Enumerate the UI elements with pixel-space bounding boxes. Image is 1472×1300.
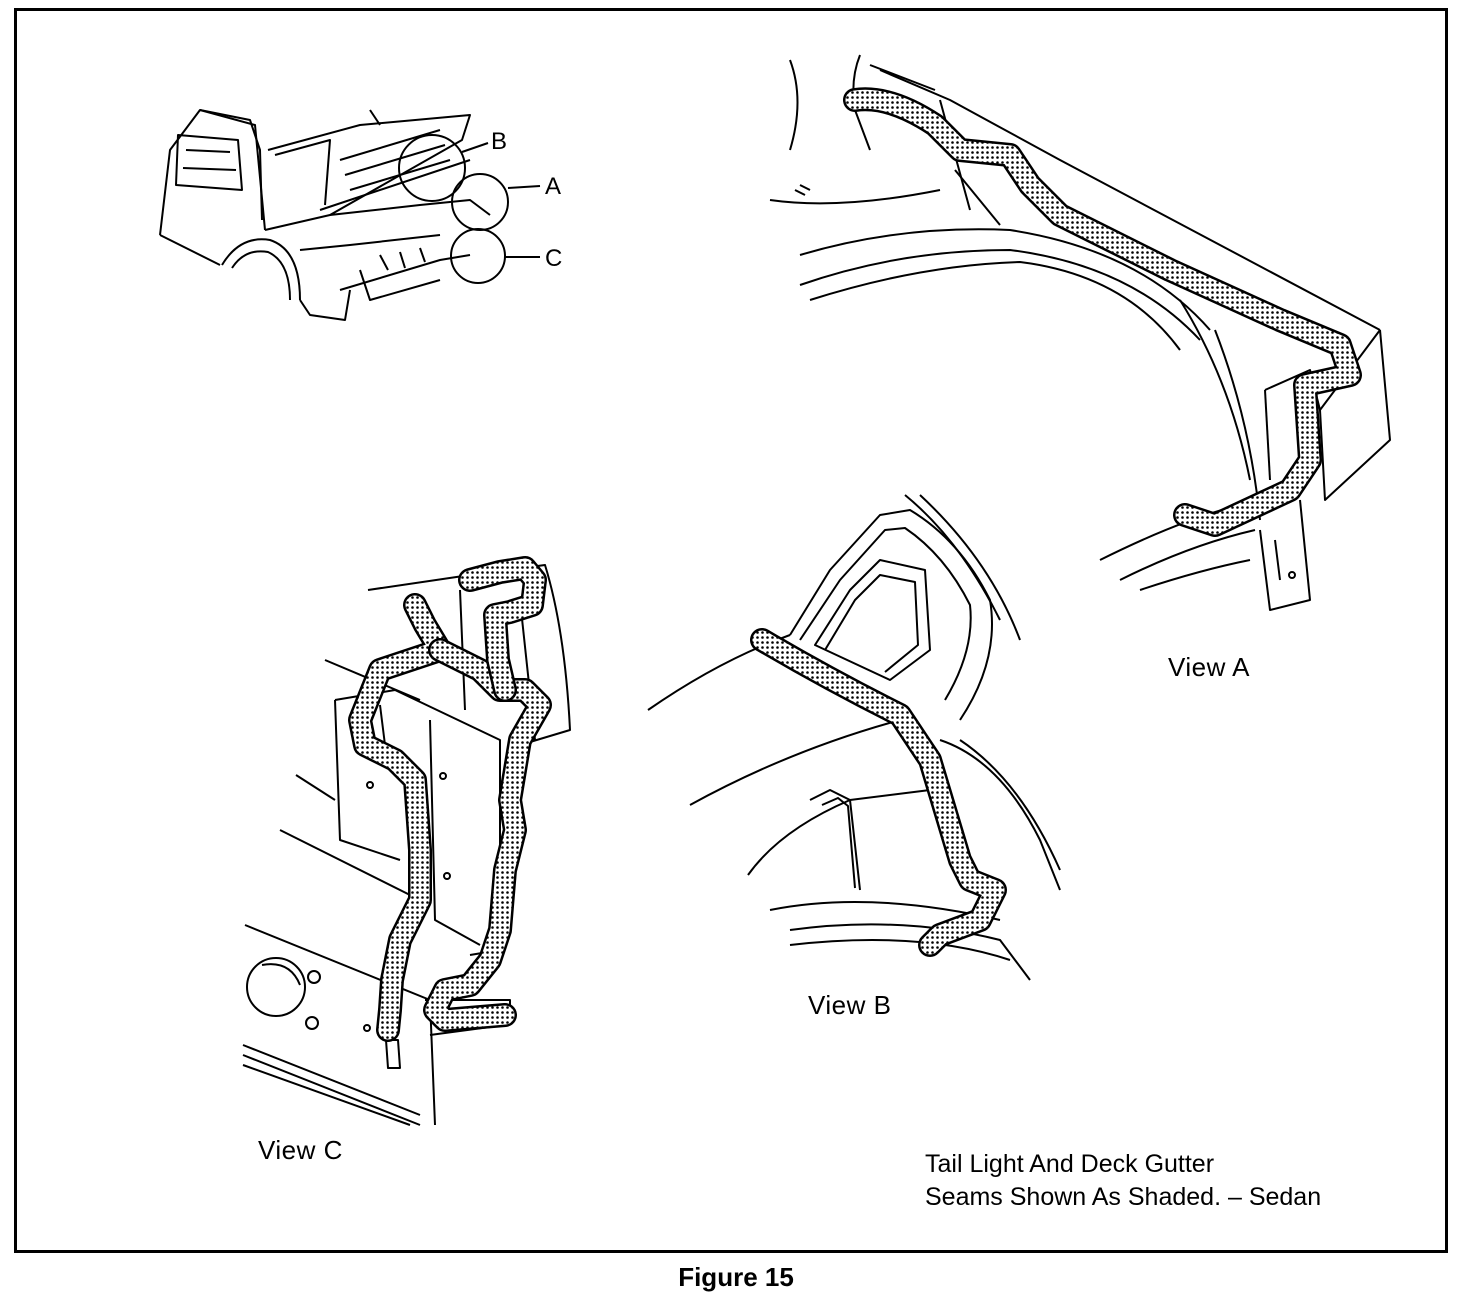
view-c-label: View C (258, 1135, 343, 1165)
callout-c: C (545, 245, 563, 272)
caption: Tail Light And Deck Gutter Seams Shown A… (925, 1148, 1321, 1214)
figure-title: Figure 15 (678, 1262, 794, 1292)
callout-a: A (545, 173, 562, 200)
overview-car (159, 109, 541, 321)
caption-line-1: Tail Light And Deck Gutter (925, 1150, 1215, 1178)
view-b-label: View B (808, 990, 892, 1020)
callout-b: B (491, 128, 508, 155)
view-a-label: View A (1168, 652, 1251, 682)
figure-frame (14, 8, 1448, 1253)
caption-line-2: Seams Shown As Shaded. – Sedan (925, 1183, 1322, 1211)
view-b-seam (750, 628, 1007, 957)
